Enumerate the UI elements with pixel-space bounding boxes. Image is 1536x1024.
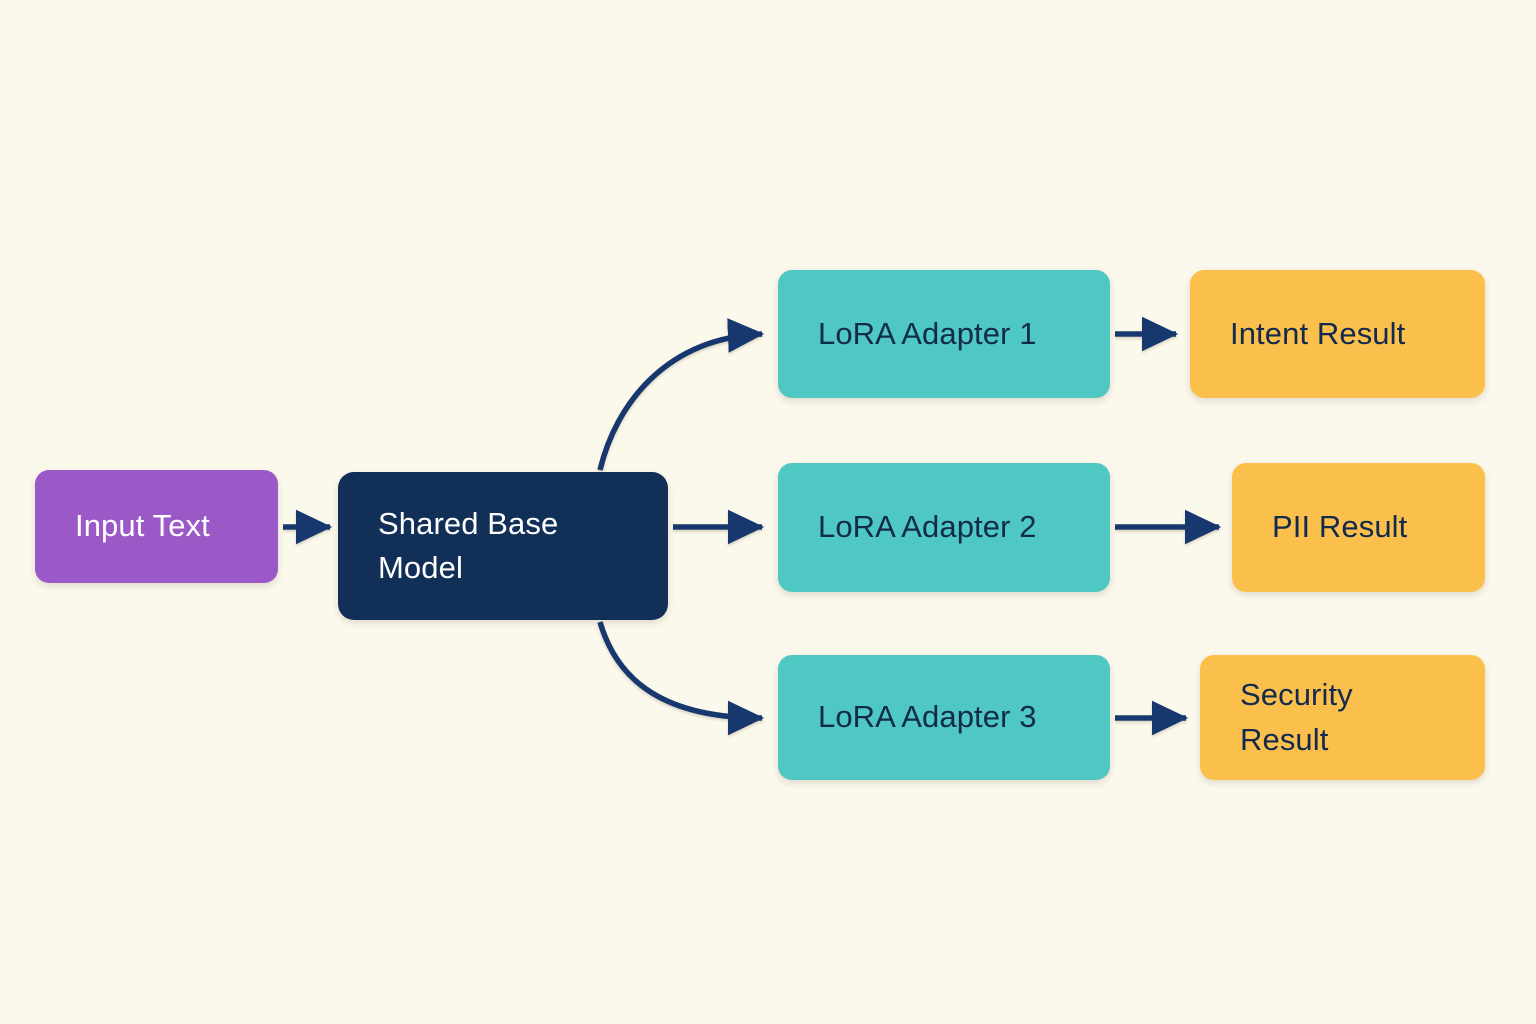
lora-adapter-2-label: LoRA Adapter 2 [818, 509, 1037, 545]
security-result-node[interactable]: Security Result [1200, 655, 1485, 780]
lora-adapter-3-node[interactable]: LoRA Adapter 3 [778, 655, 1110, 780]
intent-result-label: Intent Result [1230, 315, 1406, 351]
shared-base-model-node[interactable]: Shared Base Model [338, 472, 668, 620]
input-text-label: Input Text [75, 508, 210, 544]
lora-adapter-3-label: LoRA Adapter 3 [818, 699, 1037, 735]
pii-result-label: PII Result [1272, 509, 1408, 545]
lora-adapter-1-node[interactable]: LoRA Adapter 1 [778, 270, 1110, 398]
pii-result-node[interactable]: PII Result [1232, 463, 1485, 592]
arrow-base-to-adapter-1 [597, 318, 765, 471]
intent-result-node[interactable]: Intent Result [1190, 270, 1485, 398]
security-result-label: Security Result [1240, 677, 1353, 757]
input-text-node[interactable]: Input Text [35, 470, 278, 583]
arrow-base-to-adapter-3 [597, 621, 765, 736]
lora-adapter-2-node[interactable]: LoRA Adapter 2 [778, 463, 1110, 592]
shared-base-model-label: Shared Base Model [378, 505, 559, 585]
lora-adapter-1-label: LoRA Adapter 1 [818, 315, 1037, 351]
